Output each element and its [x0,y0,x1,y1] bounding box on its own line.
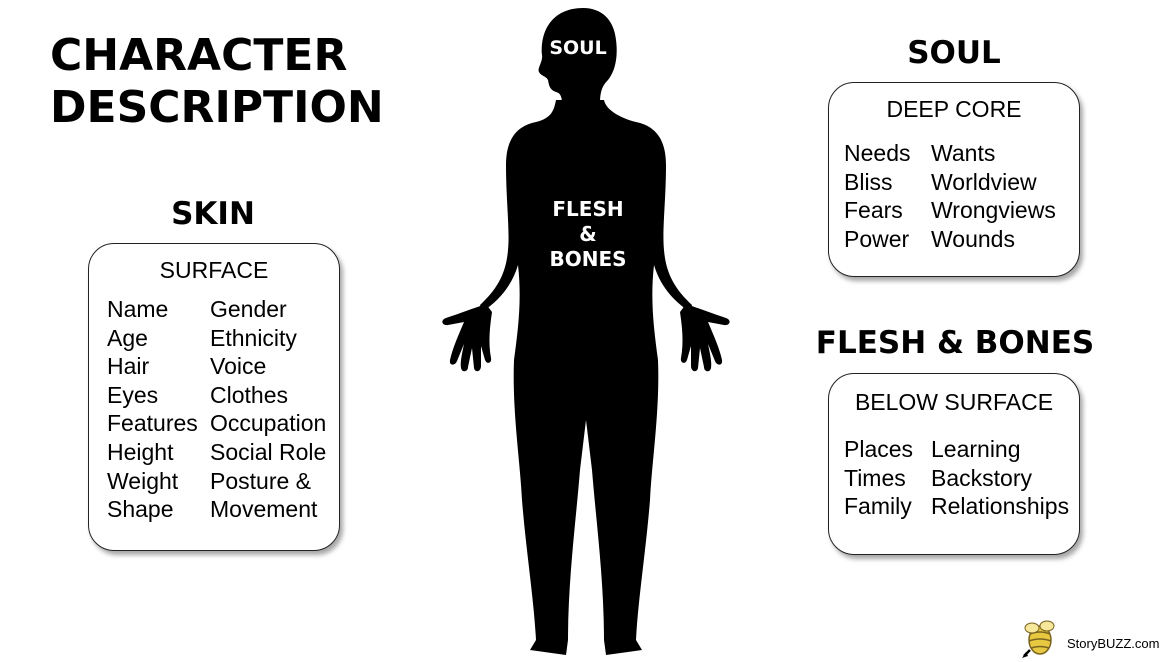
list-item: Relationships [931,493,1070,520]
list-item: Eyes [107,381,159,408]
list-item: Family [844,493,912,520]
list-item: Times [844,464,906,491]
flesh-bones-heading: FLESH & BONES [815,325,1095,361]
torso-label-line-3: BONES [549,247,627,271]
soul-box-title: DEEP CORE [886,96,1022,122]
flesh-bones-attribute-list: Places Times Family Learning Backstory R… [844,435,1069,521]
skin-attribute-list: Name Age Hair Eyes Features Height Weigh… [107,295,326,524]
soul-column-1: Needs Bliss Fears Power [844,139,931,253]
list-item: Fears [844,197,903,224]
list-item: Name [107,296,169,322]
list-item: Power [844,225,910,252]
list-item: Shape [107,496,174,523]
torso-label-line-1: FLESH [552,197,624,221]
page-title: CHARACTER DESCRIPTION [50,30,384,134]
list-item: Social Role [210,438,327,465]
list-item: Bliss [844,168,893,195]
list-item: Places [844,436,914,462]
list-item: Occupation [210,410,327,437]
list-item: Wrongviews [931,197,1056,224]
figure-torso-label: FLESH & BONES [530,197,646,272]
soul-attribute-list: Needs Bliss Fears Power Wants Worldview … [844,139,1056,253]
list-item: Clothes [210,381,288,408]
list-item: Hair [107,353,150,380]
human-silhouette [442,8,730,655]
title-line-1: CHARACTER [50,30,348,81]
list-item: Ethnicity [210,324,297,351]
torso-label-line-2: & [579,222,597,246]
list-item: Voice [210,353,267,380]
skin-box-title: SURFACE [159,257,269,283]
list-item: Backstory [931,464,1032,491]
title-line-2: DESCRIPTION [50,82,384,133]
list-item: Needs [844,140,911,166]
list-item: Weight [107,467,179,494]
skin-box: SURFACE Name Age Hair Eyes Features Heig… [88,243,340,551]
brand-text: StoryBUZZ.com [1067,636,1160,651]
list-item: Posture & [210,467,311,494]
skin-column-1: Name Age Hair Eyes Features Height Weigh… [107,295,210,524]
bee-logo-icon [1022,620,1055,658]
skin-column-2: Gender Ethnicity Voice Clothes Occupatio… [210,295,326,524]
list-item: Wounds [931,225,1015,252]
list-item: Worldview [931,168,1037,195]
soul-column-2: Wants Worldview Wrongviews Wounds [931,139,1056,253]
figure-head-label: SOUL [549,37,607,59]
list-item: Gender [210,296,287,322]
flesh-bones-box: BELOW SURFACE Places Times Family Learni… [828,373,1080,555]
list-item: Movement [210,496,318,523]
list-item: Height [107,438,174,465]
list-item: Learning [931,436,1021,462]
flesh-column-1: Places Times Family [844,435,931,521]
soul-box: DEEP CORE Needs Bliss Fears Power Wants … [828,82,1080,277]
flesh-bones-box-title: BELOW SURFACE [854,389,1054,415]
list-item: Features [107,410,198,437]
list-item: Age [107,324,148,351]
list-item: Wants [931,140,996,166]
skin-heading: SKIN [171,196,255,232]
flesh-column-2: Learning Backstory Relationships [931,435,1069,521]
soul-heading: SOUL [907,35,1001,71]
